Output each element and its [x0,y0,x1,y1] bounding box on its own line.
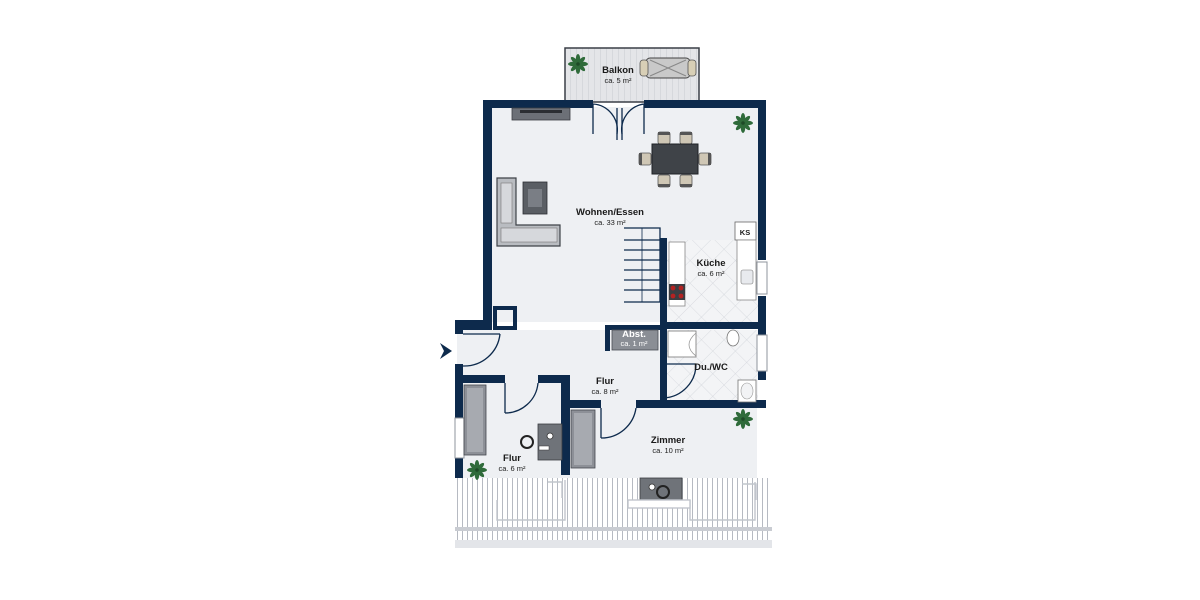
room-area-flur-side: ca. 6 m² [498,464,526,473]
room-area-zimmer: ca. 10 m² [652,446,684,455]
zimmer-furniture [570,409,753,503]
lower-shapes [496,480,757,521]
windows [454,261,768,459]
room-area-abst: ca. 1 m² [620,339,648,348]
room-name-duwc: Du./WC [694,362,728,373]
room-name-abst: Abst. [622,329,646,340]
room-area-wohnen: ca. 33 m² [594,218,626,227]
entrance-arrow-icon [440,343,452,359]
south-facade [455,478,772,548]
balcony [564,47,700,103]
room-labels: Balkon ca. 5 m² Wohnen/Essen ca. 33 m² K… [498,65,750,473]
room-name-kueche: Küche [696,258,725,269]
tv-board [511,107,571,121]
room-name-flur-side: Flur [503,453,521,464]
room-name-zimmer: Zimmer [651,435,686,446]
storage-room [611,329,659,351]
dining-table [638,131,712,188]
stairs [624,227,661,303]
sofa [496,177,561,247]
bathroom-fixtures [667,329,757,403]
room-name-flur-main: Flur [596,376,614,387]
room-area-flur-main: ca. 8 m² [591,387,619,396]
fridge-label: KS [740,228,750,237]
doors [462,103,697,439]
kitchen-counters [668,221,757,307]
room-name-wohnen: Wohnen/Essen [576,207,644,218]
left-room-furniture [463,384,563,480]
room-area-balkon: ca. 5 m² [604,76,632,85]
balcony-table [639,57,697,79]
room-name-balkon: Balkon [602,65,634,76]
room-area-kueche: ca. 6 m² [697,269,725,278]
